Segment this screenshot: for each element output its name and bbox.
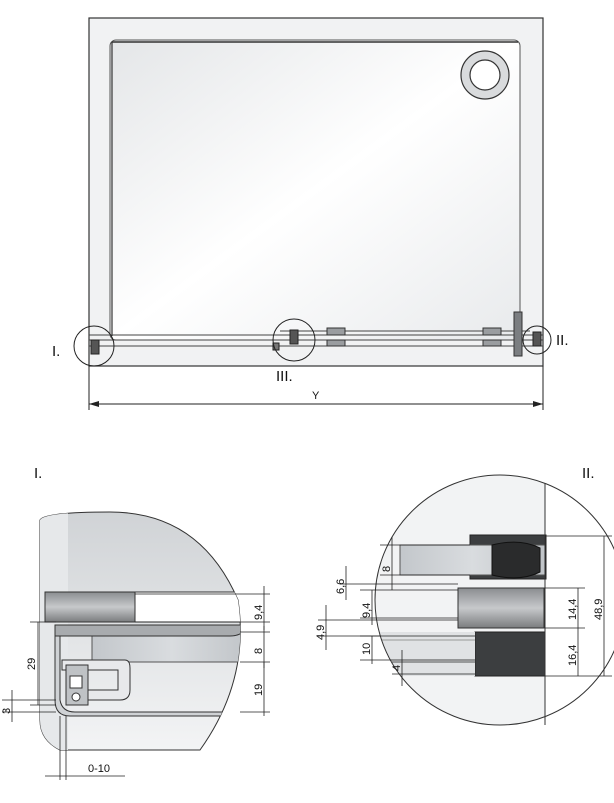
detail-ii-dim-48-9: 48,9 xyxy=(593,599,605,620)
detail-ii-dim-4: 4 xyxy=(391,665,403,671)
detail-i-dim-0-10: 0-10 xyxy=(88,763,110,775)
roller xyxy=(482,339,502,347)
detail-i-dim-19: 19 xyxy=(253,684,265,696)
detail-i-dim-29: 29 xyxy=(26,658,38,670)
detail-ii-dim-8: 8 xyxy=(381,566,393,572)
marker-ii: II. xyxy=(556,332,569,349)
detail-ii-dim-16-4: 16,4 xyxy=(567,645,579,666)
door-profile-section xyxy=(457,587,545,629)
detail-ii-dim-4-9: 4,9 xyxy=(315,625,327,640)
marker-iii: III. xyxy=(276,368,293,385)
detail-i-dim-8: 8 xyxy=(253,648,265,654)
detail-ii-dim-9-4: 9,4 xyxy=(361,603,373,618)
detail-ii-dim-10: 10 xyxy=(361,643,373,655)
glass-panel xyxy=(91,631,241,663)
door-profile xyxy=(513,311,523,357)
wall-profile xyxy=(44,591,136,623)
detail-ii-drawing: 8 6,6 9,4 4,9 10 4 14,4 16,4 48,9 xyxy=(315,474,614,726)
marker-i: I. xyxy=(52,343,60,360)
width-dimension-label: Y xyxy=(312,390,320,402)
detail-i-title: I. xyxy=(34,465,42,482)
tray-basin xyxy=(109,39,521,341)
detail-i-drawing: 9,4 29 8 19 3 0-10 xyxy=(1,511,270,780)
detail-ii-dim-14-4: 14,4 xyxy=(567,599,579,620)
detail-circle-iii xyxy=(272,318,316,362)
detail-ii-dim-6-6: 6,6 xyxy=(335,579,347,594)
detail-circle-i xyxy=(73,325,115,367)
detail-circle-ii xyxy=(522,325,552,355)
detail-i-dim-3: 3 xyxy=(1,708,13,714)
roller xyxy=(326,339,346,347)
roller xyxy=(482,327,502,336)
shower-tray-top-view: I. II. III. Y xyxy=(52,17,569,410)
detail-ii-title: II. xyxy=(582,465,595,482)
roller xyxy=(326,327,346,336)
detail-i-dim-9-4: 9,4 xyxy=(253,605,265,620)
